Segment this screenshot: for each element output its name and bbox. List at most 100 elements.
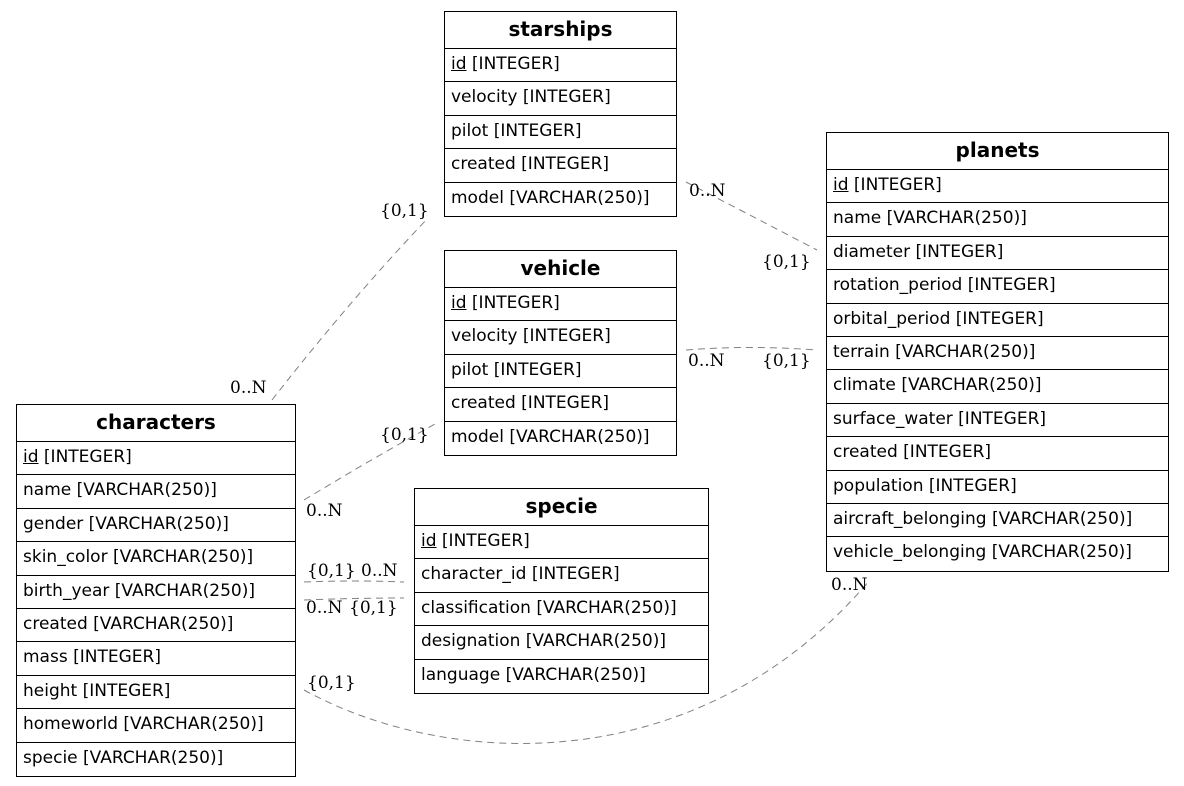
field-row[interactable]: created [VARCHAR(250)] <box>17 609 295 643</box>
field-row[interactable]: created [INTEGER] <box>827 437 1168 471</box>
field-type: [INTEGER] <box>493 359 582 380</box>
cardinality-label: {0,1} <box>762 351 811 371</box>
field-name: id <box>833 175 849 195</box>
field-type: [INTEGER] <box>853 175 942 195</box>
field-row[interactable]: velocity [INTEGER] <box>445 321 676 355</box>
field-row[interactable]: climate [VARCHAR(250)] <box>827 370 1168 404</box>
field-type: [INTEGER] <box>531 564 620 585</box>
field-name: character_id <box>421 564 527 585</box>
relationship-line <box>303 580 405 583</box>
field-row[interactable]: model [VARCHAR(250)] <box>445 422 676 455</box>
field-name: velocity <box>451 326 518 347</box>
field-type: [INTEGER] <box>903 442 992 463</box>
field-row[interactable]: population [INTEGER] <box>827 471 1168 504</box>
field-row[interactable]: pilot [INTEGER] <box>445 355 676 389</box>
field-name: climate <box>833 375 896 396</box>
field-row[interactable]: id [INTEGER] <box>445 49 676 83</box>
field-name: language <box>421 664 501 685</box>
field-row[interactable]: character_id [INTEGER] <box>415 559 708 593</box>
field-row[interactable]: created [INTEGER] <box>445 149 676 183</box>
field-row[interactable]: id [INTEGER] <box>415 526 708 560</box>
field-row[interactable]: gender [VARCHAR(250)] <box>17 509 295 543</box>
field-name: mass <box>23 647 68 668</box>
field-row[interactable]: id [INTEGER] <box>17 442 295 476</box>
field-row[interactable]: height [INTEGER] <box>17 676 295 710</box>
field-name: skin_color <box>23 547 108 568</box>
field-row[interactable]: velocity [INTEGER] <box>445 82 676 116</box>
field-type: [VARCHAR(250)] <box>895 341 1036 362</box>
field-row[interactable]: homeworld [VARCHAR(250)] <box>17 709 295 743</box>
field-row[interactable]: id [INTEGER] <box>445 288 676 322</box>
cardinality-label: 0..N <box>230 378 267 398</box>
field-name: aircraft_belonging <box>833 508 987 529</box>
cardinality-label: 0..N <box>361 561 398 581</box>
field-row[interactable]: pilot [INTEGER] <box>445 116 676 150</box>
relationship-line <box>303 579 871 744</box>
field-name: id <box>451 54 467 74</box>
field-name: created <box>833 442 898 463</box>
field-name: vehicle_belonging <box>833 542 987 563</box>
field-name: created <box>451 393 516 414</box>
field-type: [VARCHAR(250)] <box>525 631 667 652</box>
field-type: [INTEGER] <box>958 408 1047 429</box>
cardinality-label: 0..N <box>688 351 725 371</box>
field-type: [INTEGER] <box>493 120 582 141</box>
field-name: name <box>23 480 72 501</box>
field-row[interactable]: mass [INTEGER] <box>17 642 295 676</box>
field-type: [INTEGER] <box>522 87 611 108</box>
field-type: [INTEGER] <box>471 54 560 74</box>
cardinality-label: 0..N <box>689 181 726 201</box>
field-type: [INTEGER] <box>521 154 610 175</box>
field-row[interactable]: terrain [VARCHAR(250)] <box>827 337 1168 371</box>
field-row[interactable]: language [VARCHAR(250)] <box>415 660 708 693</box>
field-name: diameter <box>833 241 911 262</box>
field-type: [VARCHAR(250)] <box>509 187 650 208</box>
field-type: [INTEGER] <box>471 293 560 313</box>
field-row[interactable]: aircraft_belonging [VARCHAR(250)] <box>827 504 1168 538</box>
field-row[interactable]: designation [VARCHAR(250)] <box>415 626 708 660</box>
field-row[interactable]: diameter [INTEGER] <box>827 237 1168 271</box>
field-type: [VARCHAR(250)] <box>88 513 229 534</box>
field-row[interactable]: name [VARCHAR(250)] <box>827 203 1168 237</box>
entity-title: vehicle <box>445 251 676 288</box>
field-row[interactable]: surface_water [INTEGER] <box>827 404 1168 438</box>
field-name: pilot <box>451 359 489 380</box>
field-name: classification <box>421 597 531 618</box>
field-name: height <box>23 680 78 701</box>
field-row[interactable]: created [INTEGER] <box>445 388 676 422</box>
field-row[interactable]: model [VARCHAR(250)] <box>445 183 676 216</box>
field-row[interactable]: specie [VARCHAR(250)] <box>17 743 295 776</box>
field-row[interactable]: orbital_period [INTEGER] <box>827 304 1168 337</box>
field-row[interactable]: rotation_period [INTEGER] <box>827 270 1168 304</box>
field-type: [VARCHAR(250)] <box>76 480 217 501</box>
field-row[interactable]: classification [VARCHAR(250)] <box>415 593 708 627</box>
field-name: rotation_period <box>833 275 963 296</box>
field-name: birth_year <box>23 580 110 601</box>
relationship-line <box>685 347 818 351</box>
field-type: [INTEGER] <box>82 680 171 701</box>
field-name: specie <box>23 747 78 768</box>
field-name: pilot <box>451 120 489 141</box>
field-name: designation <box>421 631 521 652</box>
cardinality-label: 0..N <box>306 501 343 521</box>
field-row[interactable]: id [INTEGER] <box>827 170 1168 204</box>
field-row[interactable]: skin_color [VARCHAR(250)] <box>17 542 295 576</box>
relationship-line <box>685 181 818 251</box>
field-type: [VARCHAR(250)] <box>992 508 1133 529</box>
field-type: [INTEGER] <box>915 241 1004 262</box>
field-name: id <box>421 531 437 551</box>
entity-title: characters <box>17 405 295 442</box>
field-row[interactable]: birth_year [VARCHAR(250)] <box>17 576 295 609</box>
field-name: model <box>451 426 504 447</box>
field-name: created <box>451 154 516 175</box>
field-row[interactable]: name [VARCHAR(250)] <box>17 475 295 509</box>
field-type: [VARCHAR(250)] <box>536 597 677 618</box>
field-name: name <box>833 208 882 229</box>
field-type: [VARCHAR(250)] <box>901 375 1042 396</box>
field-row[interactable]: vehicle_belonging [VARCHAR(250)] <box>827 537 1168 570</box>
